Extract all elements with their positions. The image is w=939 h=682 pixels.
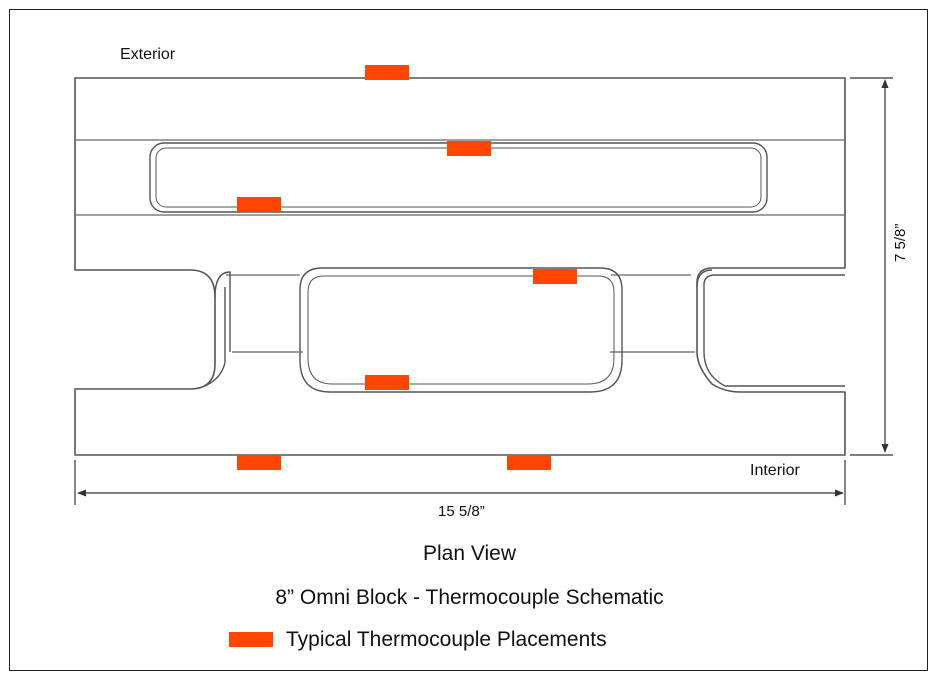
thermocouples	[237, 65, 577, 470]
lower-cavity	[299, 267, 623, 393]
thermocouple-upper-cavity-bottom	[237, 197, 281, 212]
width-dimension-label: 15 5/8”	[438, 503, 485, 520]
exterior-label: Exterior	[120, 46, 176, 63]
thermocouple-lower-cavity-bottom	[365, 375, 409, 390]
face-shell-lines	[75, 139, 845, 353]
dimension-lines	[74, 77, 893, 505]
legend-label: Typical Thermocouple Placements	[286, 628, 607, 651]
thermocouple-interior-face-right	[507, 455, 551, 470]
plan-view-caption: Plan View	[422, 542, 516, 565]
block-outline	[74, 77, 846, 456]
thermocouple-interior-face-left	[237, 455, 281, 470]
thermocouple-lower-cavity-top	[533, 269, 577, 284]
legend-thermocouple-swatch	[229, 632, 273, 647]
schematic-title: 8” Omni Block - Thermocouple Schematic	[275, 586, 664, 609]
web-members	[204, 269, 845, 387]
height-dimension-label: 7 5/8”	[892, 223, 909, 262]
thermocouple-upper-cavity-top	[447, 141, 491, 156]
diagram-frame	[9, 9, 928, 671]
thermocouple-exterior-face	[365, 65, 409, 80]
interior-label: Interior	[750, 462, 800, 479]
